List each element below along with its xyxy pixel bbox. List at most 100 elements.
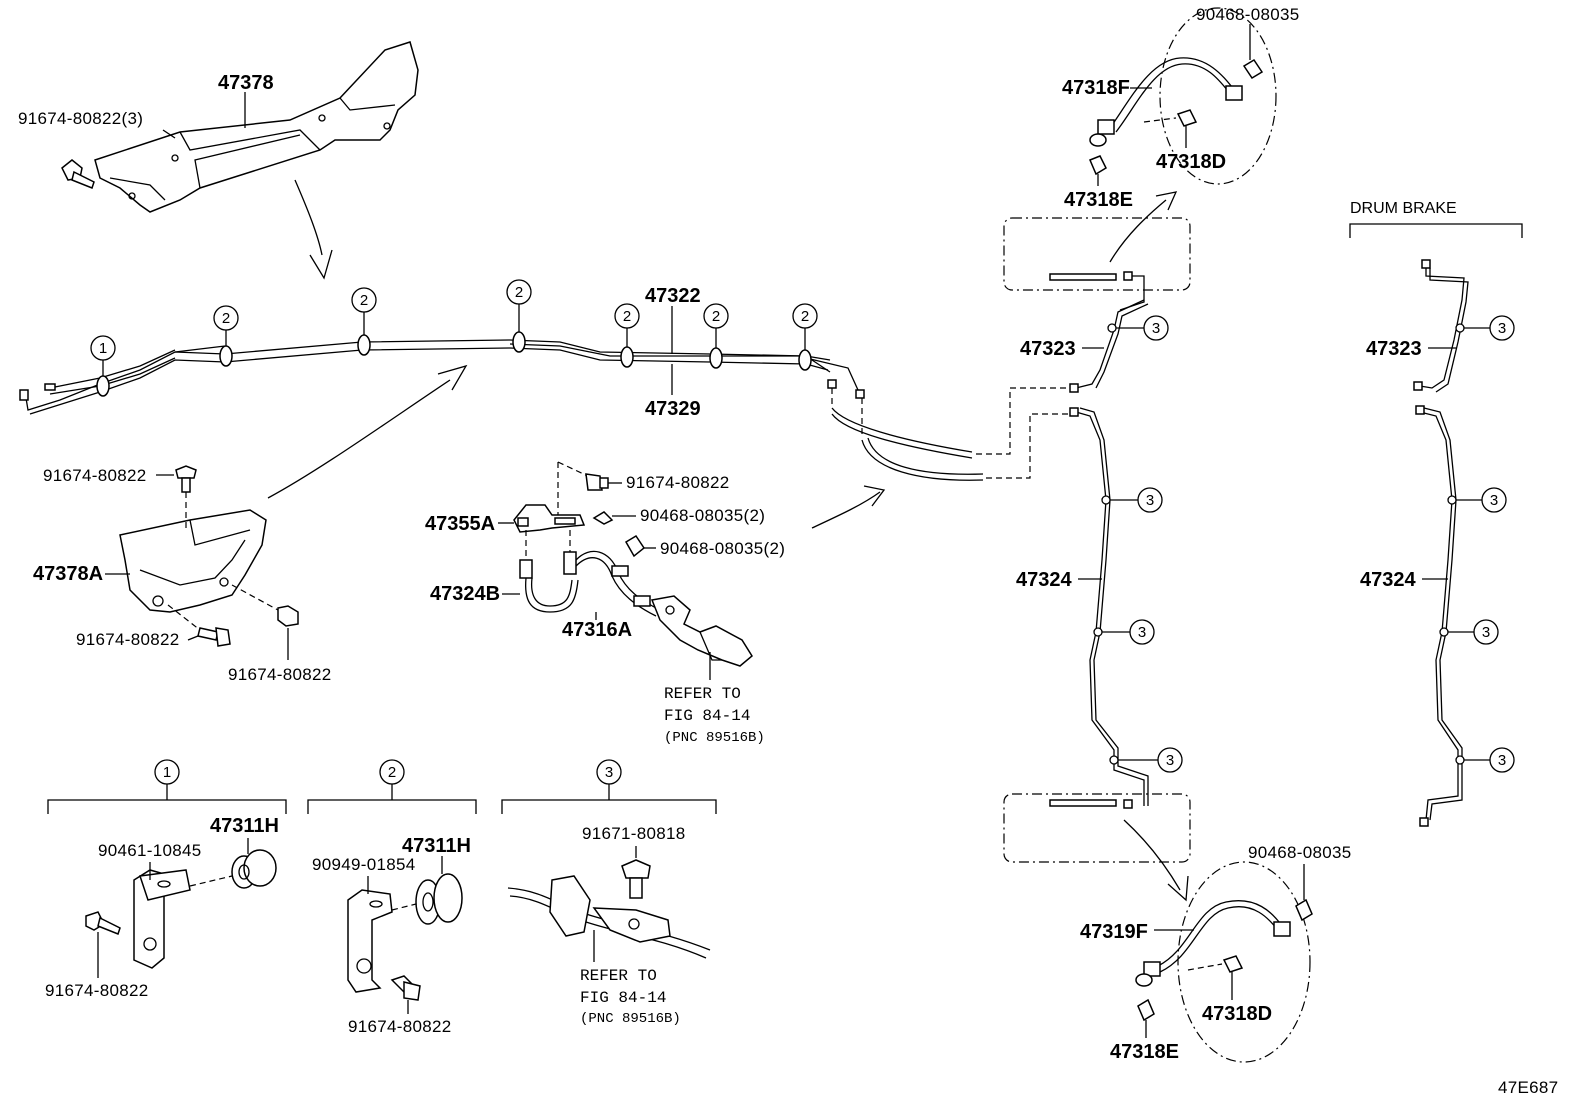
clamp-group3 bbox=[507, 875, 711, 959]
callout-3-text: 3 bbox=[1482, 624, 1490, 641]
group-1-callout: 1 bbox=[163, 764, 171, 781]
label-91674-80822-a: 91674-80822 bbox=[43, 466, 147, 485]
line-clamps bbox=[96, 331, 812, 397]
label-91674-80822-b: 91674-80822 bbox=[76, 630, 180, 649]
label-90468-08035-bot: 90468-08035 bbox=[1248, 843, 1352, 862]
label-91671-80818: 91671-80818 bbox=[582, 824, 686, 843]
line-47323 bbox=[1069, 299, 1149, 393]
label-47323-drum: 47323 bbox=[1366, 338, 1422, 360]
callout-1-circle bbox=[90, 335, 116, 361]
callout-2-text: 2 bbox=[360, 292, 368, 309]
drum-brake-header: DRUM BRAKE bbox=[1350, 200, 1457, 217]
callout-3-text: 3 bbox=[1498, 752, 1506, 769]
clip-icon bbox=[1242, 58, 1264, 80]
brake-lines-main bbox=[19, 339, 865, 415]
callout-3-text: 3 bbox=[1152, 320, 1160, 337]
bolt-icon bbox=[1176, 109, 1198, 127]
line-47324 bbox=[1069, 407, 1149, 806]
arrow-up-right bbox=[267, 379, 451, 499]
arrow-down bbox=[294, 179, 323, 256]
callout-2-text: 2 bbox=[623, 308, 631, 325]
callout-3-text: 3 bbox=[1498, 320, 1506, 337]
grommet-47311H bbox=[415, 873, 463, 925]
label-91674-80822-g1: 91674-80822 bbox=[45, 981, 149, 1000]
refer-to-text-2: REFER TO bbox=[580, 967, 657, 985]
refer-to-text: REFER TO bbox=[664, 685, 741, 703]
bracket-90949-01854 bbox=[347, 889, 393, 993]
label-47355A: 47355A bbox=[425, 513, 495, 535]
callout-3-text: 3 bbox=[1138, 624, 1146, 641]
label-47322: 47322 bbox=[645, 285, 701, 307]
clip-icon bbox=[592, 511, 614, 525]
bolt-icon bbox=[277, 605, 299, 627]
callout-1-text: 1 bbox=[99, 340, 107, 357]
bracket-90461-10845 bbox=[133, 869, 191, 969]
label-47324B: 47324B bbox=[430, 583, 500, 605]
diagram-id: 47E687 bbox=[1498, 1078, 1558, 1097]
hose-47316A bbox=[563, 550, 661, 617]
label-47316A: 47316A bbox=[562, 619, 632, 641]
drum-line-47323 bbox=[1413, 259, 1469, 393]
label-90468-08035-top: 90468-08035 bbox=[1196, 5, 1300, 24]
refer-fig-text: FIG 84-14 bbox=[664, 707, 750, 725]
bracket-47378 bbox=[94, 41, 419, 213]
bolt-icon bbox=[61, 159, 95, 189]
bracket-refer bbox=[650, 595, 753, 667]
bolt-icon bbox=[175, 465, 197, 493]
label-47311H-1: 47311H bbox=[210, 815, 279, 837]
label-91674-80822-g2: 91674-80822 bbox=[348, 1017, 452, 1036]
bolt-icon bbox=[85, 911, 121, 935]
hose-47324B bbox=[519, 559, 579, 613]
hose-47319F bbox=[1135, 900, 1291, 987]
label-90461-10845: 90461-10845 bbox=[98, 841, 202, 860]
clip-icon bbox=[1295, 898, 1313, 922]
label-47311H-2: 47311H bbox=[402, 835, 471, 857]
label-47318E-bot: 47318E bbox=[1110, 1041, 1179, 1063]
label-91674-80822-3: 91674-80822(3) bbox=[18, 109, 143, 128]
label-90468-08035-2a: 90468-08035(2) bbox=[640, 506, 765, 525]
grommet-47311H bbox=[231, 849, 277, 889]
callout-3-text: 3 bbox=[1166, 752, 1174, 769]
label-47318D-top: 47318D bbox=[1156, 151, 1226, 173]
group-2-callout: 2 bbox=[388, 764, 396, 781]
drum-line-47324 bbox=[1415, 405, 1465, 827]
hose-47318F bbox=[1089, 57, 1243, 147]
bracket-47378A bbox=[119, 509, 267, 613]
bolt-icon bbox=[585, 473, 609, 491]
label-91674-80822-d: 91674-80822 bbox=[626, 473, 730, 492]
label-47324-drum: 47324 bbox=[1360, 569, 1416, 591]
label-47378A: 47378A bbox=[33, 563, 103, 585]
arrow-right bbox=[811, 491, 881, 529]
label-90468-08035-2b: 90468-08035(2) bbox=[660, 539, 785, 558]
callout-2-text: 2 bbox=[712, 308, 720, 325]
label-47318F: 47318F bbox=[1062, 77, 1130, 99]
group-3-callout: 3 bbox=[605, 764, 613, 781]
label-91674-80822-c: 91674-80822 bbox=[228, 665, 332, 684]
bolt-icon bbox=[390, 975, 421, 1001]
clip-icon bbox=[1137, 998, 1155, 1022]
refer-fig-text-2: FIG 84-14 bbox=[580, 989, 666, 1007]
label-47318D-bot: 47318D bbox=[1202, 1003, 1272, 1025]
callout-2-text: 2 bbox=[222, 310, 230, 327]
label-90949-01854: 90949-01854 bbox=[312, 855, 416, 874]
label-47324: 47324 bbox=[1016, 569, 1072, 591]
label-47329: 47329 bbox=[645, 398, 701, 420]
clip-icon bbox=[624, 534, 646, 558]
callout-2-text: 2 bbox=[801, 308, 809, 325]
callout-3-text: 3 bbox=[1146, 492, 1154, 509]
bolt-icon bbox=[621, 859, 651, 899]
label-47323: 47323 bbox=[1020, 338, 1076, 360]
label-47378: 47378 bbox=[218, 72, 274, 94]
label-47319F: 47319F bbox=[1080, 921, 1148, 943]
clip-icon bbox=[1089, 155, 1107, 176]
label-47318E-top: 47318E bbox=[1064, 189, 1133, 211]
refer-pnc-text: (PNC 89516B) bbox=[664, 730, 765, 746]
callout-2-text: 2 bbox=[515, 284, 523, 301]
refer-pnc-text-2: (PNC 89516B) bbox=[580, 1011, 681, 1027]
bolt-icon bbox=[1222, 955, 1244, 973]
bolt-icon bbox=[197, 627, 231, 647]
bracket-47355A bbox=[513, 504, 586, 533]
callout-3-text: 3 bbox=[1490, 492, 1498, 509]
